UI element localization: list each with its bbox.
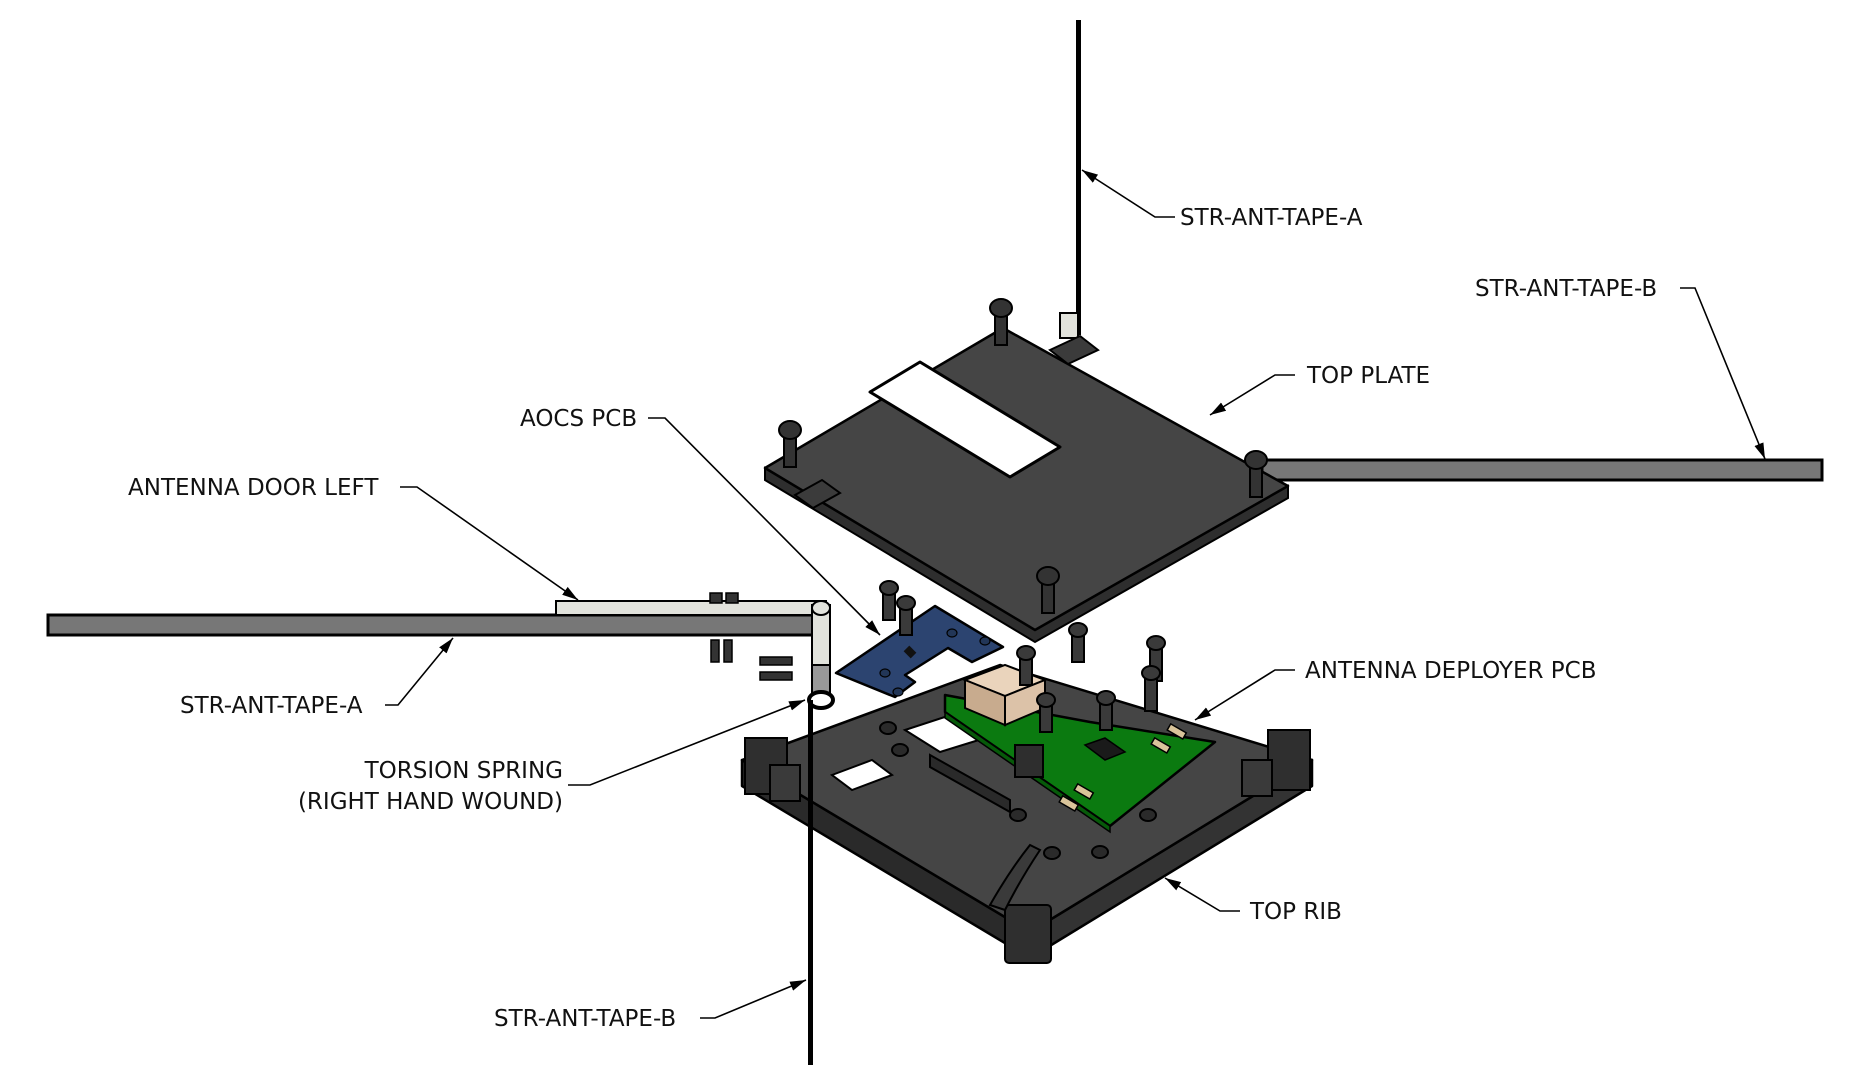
label-torsion-spring-line2: (RIGHT HAND WOUND) [298, 789, 563, 815]
tape-a-left [46, 613, 820, 637]
leader-aocs-pcb [648, 417, 881, 636]
label-tape-a-left: STR-ANT-TAPE-A [180, 693, 363, 719]
corner-post-left [744, 737, 801, 802]
leader-deployer-pcb [1194, 669, 1295, 721]
antenna-deployer-pcb [943, 663, 1217, 834]
leader-door-left [400, 486, 579, 601]
top-plate-window [868, 360, 1062, 479]
top-plate-face [763, 326, 1290, 632]
corner-post-bottom [988, 843, 1052, 964]
top-plate [763, 298, 1290, 644]
door-hinge-lower [811, 664, 831, 694]
antenna-door-left [555, 592, 831, 698]
leader-tape-a-top [1081, 169, 1175, 218]
tape-b-right [1260, 458, 1824, 482]
callout-labels: STR-ANT-TAPE-A STR-ANT-TAPE-B TOP PLATE … [128, 205, 1657, 1032]
screw [1244, 450, 1268, 498]
door-screws [709, 592, 793, 681]
leader-tape-b-right [1680, 287, 1766, 460]
label-tape-b-right: STR-ANT-TAPE-B [1475, 276, 1657, 302]
label-torsion-spring: TORSION SPRING [364, 758, 563, 784]
leader-torsion-spring [568, 699, 806, 786]
screw [1036, 692, 1056, 733]
label-tape-a-top: STR-ANT-TAPE-A [1180, 205, 1363, 231]
label-tape-b-bottom: STR-ANT-TAPE-B [494, 1006, 676, 1032]
door-hinge-top [811, 600, 831, 616]
screw [1016, 645, 1036, 686]
aocs-holes [879, 628, 991, 697]
screws-mid [879, 580, 1166, 733]
corner-post-right [1241, 729, 1311, 797]
label-top-plate: TOP PLATE [1306, 363, 1430, 389]
top-plate-screws [778, 298, 1268, 614]
rib-holes [879, 721, 1157, 860]
screw [879, 580, 899, 621]
screw [1036, 566, 1060, 614]
rib-cutout-1 [829, 758, 895, 792]
tape-a-top [1076, 20, 1081, 335]
tape-b-bottom [808, 700, 813, 1065]
aocs-chip [903, 645, 917, 659]
leader-tape-b-bottom [700, 979, 807, 1019]
screw [989, 298, 1013, 346]
aocs-pcb [834, 604, 1005, 699]
leader-tape-a-left [385, 637, 454, 706]
door-arm-horizontal [555, 600, 827, 616]
screw [896, 595, 916, 636]
label-aocs-pcb: AOCS PCB [520, 406, 637, 432]
top-plate-tab-top [1048, 334, 1100, 366]
label-top-rib: TOP RIB [1249, 899, 1342, 925]
switch [1014, 744, 1044, 778]
leader-top-plate [1209, 374, 1295, 416]
tape-a-bracket [1059, 312, 1079, 339]
label-antenna-door-left: ANTENNA DOOR LEFT [128, 475, 379, 501]
screw [1141, 665, 1161, 712]
ic-chip [1083, 737, 1127, 761]
screw [778, 420, 802, 468]
leader-top-rib [1164, 877, 1240, 912]
label-deployer-pcb: ANTENNA DEPLOYER PCB [1305, 658, 1597, 684]
leader-lines [385, 169, 1766, 1019]
screw [1068, 622, 1088, 663]
resistors [1058, 722, 1188, 812]
top-plate-tab-left [793, 478, 842, 510]
screw [1096, 690, 1116, 731]
deployer-pcb-board [943, 693, 1217, 828]
